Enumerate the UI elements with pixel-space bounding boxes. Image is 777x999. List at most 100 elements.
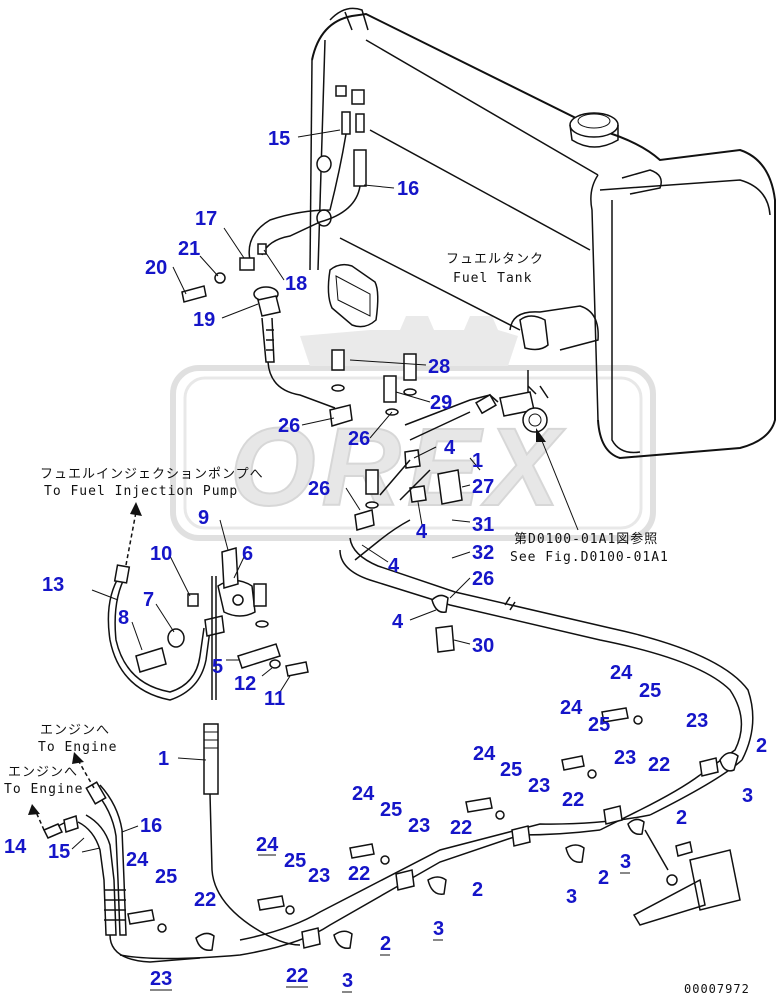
tank-label-en: Fuel Tank (453, 271, 532, 286)
callout-25-a: 25 (155, 866, 177, 888)
watermark: OREX (170, 316, 656, 541)
callout-4-d: 4 (392, 611, 404, 633)
callout-24-b: 24 (256, 834, 279, 856)
engine-hose-group (42, 781, 201, 963)
callout-24-a: 24 (126, 849, 149, 871)
callout-13: 13 (42, 574, 64, 596)
callout-25-d: 25 (500, 759, 522, 781)
callout-24-d: 24 (473, 743, 496, 765)
callout-25-f: 25 (639, 680, 661, 702)
callout-26-d: 26 (472, 568, 494, 590)
callout-3-b: 3 (433, 918, 444, 940)
callout-28: 28 (428, 356, 450, 378)
reference-pointer (536, 428, 579, 531)
callout-25-b: 25 (284, 850, 306, 872)
callout-4-c: 4 (388, 555, 400, 577)
callout-22-a: 22 (194, 889, 216, 911)
callout-2-a: 2 (380, 933, 391, 955)
callout-23-e: 23 (614, 747, 636, 769)
watermark-gear-icon (300, 316, 518, 366)
callout-12: 12 (234, 673, 256, 695)
callout-24-f: 24 (610, 662, 633, 684)
callout-3-d: 3 (620, 851, 631, 873)
callout-15-top: 15 (268, 128, 290, 150)
callout-2-c: 2 (598, 867, 609, 889)
callout-23-b: 23 (308, 865, 330, 887)
callout-31: 31 (472, 514, 494, 536)
callout-15-bottom: 15 (48, 841, 70, 863)
callout-25-c: 25 (380, 799, 402, 821)
callout-3-a: 3 (342, 970, 353, 992)
callout-11: 11 (264, 688, 285, 710)
injection-pump-group (107, 547, 309, 946)
engine-label-2-en: To Engine (4, 782, 83, 797)
callout-25-e: 25 (588, 714, 610, 736)
tank-label-jp: フュエルタンク (446, 252, 544, 267)
callout-22-d: 22 (450, 817, 472, 839)
tank-top-fittings (248, 85, 367, 261)
callout-19: 19 (193, 309, 215, 331)
callout-6: 6 (242, 543, 253, 565)
callout-2-e: 2 (756, 735, 767, 757)
callout-22-b: 22 (286, 965, 308, 987)
callout-29: 29 (430, 392, 452, 414)
callout-23-c: 23 (408, 815, 430, 837)
central-fittings (329, 349, 549, 531)
callout-2-b: 2 (472, 879, 483, 901)
callout-24-c: 24 (352, 783, 375, 805)
watermark-text: OREX (230, 406, 566, 529)
callout-7: 7 (143, 589, 154, 611)
callout-23-a: 23 (150, 968, 172, 990)
leader-lines (71, 129, 481, 853)
engine-label-1-jp: エンジンへ (40, 723, 110, 738)
fuel-tank (309, 7, 776, 460)
engine-label-1-en: To Engine (38, 740, 117, 755)
callout-16-top: 16 (397, 178, 419, 200)
callout-22-f: 22 (648, 754, 670, 776)
callout-22-c: 22 (348, 863, 370, 885)
upper-left-clamp-group (181, 243, 336, 409)
callout-3-e: 3 (742, 785, 753, 807)
callout-27: 27 (472, 476, 494, 498)
callout-1-lower: 1 (158, 748, 169, 770)
callout-underlines (150, 854, 630, 993)
callout-2-d: 2 (676, 807, 687, 829)
callout-10: 10 (150, 543, 172, 565)
pump-label-en: To Fuel Injection Pump (44, 484, 238, 499)
callout-20: 20 (145, 257, 167, 279)
callout-26-c: 26 (308, 478, 330, 500)
callout-5: 5 (212, 656, 223, 678)
pump-label-jp: フュエルインジェクションポンプへ (40, 467, 264, 482)
line-bolts (127, 707, 693, 933)
callout-1-upper: 1 (472, 450, 483, 472)
callout-22-e: 22 (562, 789, 584, 811)
callout-23-d: 23 (528, 775, 550, 797)
callout-26-a: 26 (278, 415, 300, 437)
line-clamps (195, 594, 739, 951)
callout-17: 17 (195, 208, 217, 230)
arrow-to-engine-1-icon (72, 752, 95, 789)
arrow-to-pump-icon (125, 502, 142, 566)
callout-4-b: 4 (416, 521, 428, 543)
callout-24-e: 24 (560, 697, 583, 719)
callout-4-a: 4 (444, 437, 456, 459)
callout-23-f: 23 (686, 710, 708, 732)
frame-bracket (632, 829, 741, 926)
callout-3-c: 3 (566, 886, 577, 908)
callout-14: 14 (4, 836, 27, 858)
reference-label-jp: 第D0100-01A1図参照 (514, 531, 658, 547)
callout-16-bottom: 16 (140, 815, 162, 837)
drawing-number: 00007972 (684, 982, 750, 996)
callout-9: 9 (198, 507, 209, 529)
arrow-to-engine-2-icon (28, 804, 45, 831)
callout-26-b: 26 (348, 428, 370, 450)
engine-label-2-jp: エンジンへ (8, 765, 78, 780)
callout-21: 21 (178, 238, 200, 260)
callout-30: 30 (472, 635, 494, 657)
reference-label-en: See Fig.D0100-01A1 (510, 550, 669, 565)
callout-8: 8 (118, 607, 129, 629)
callout-18: 18 (285, 273, 307, 295)
callout-32: 32 (472, 542, 494, 564)
